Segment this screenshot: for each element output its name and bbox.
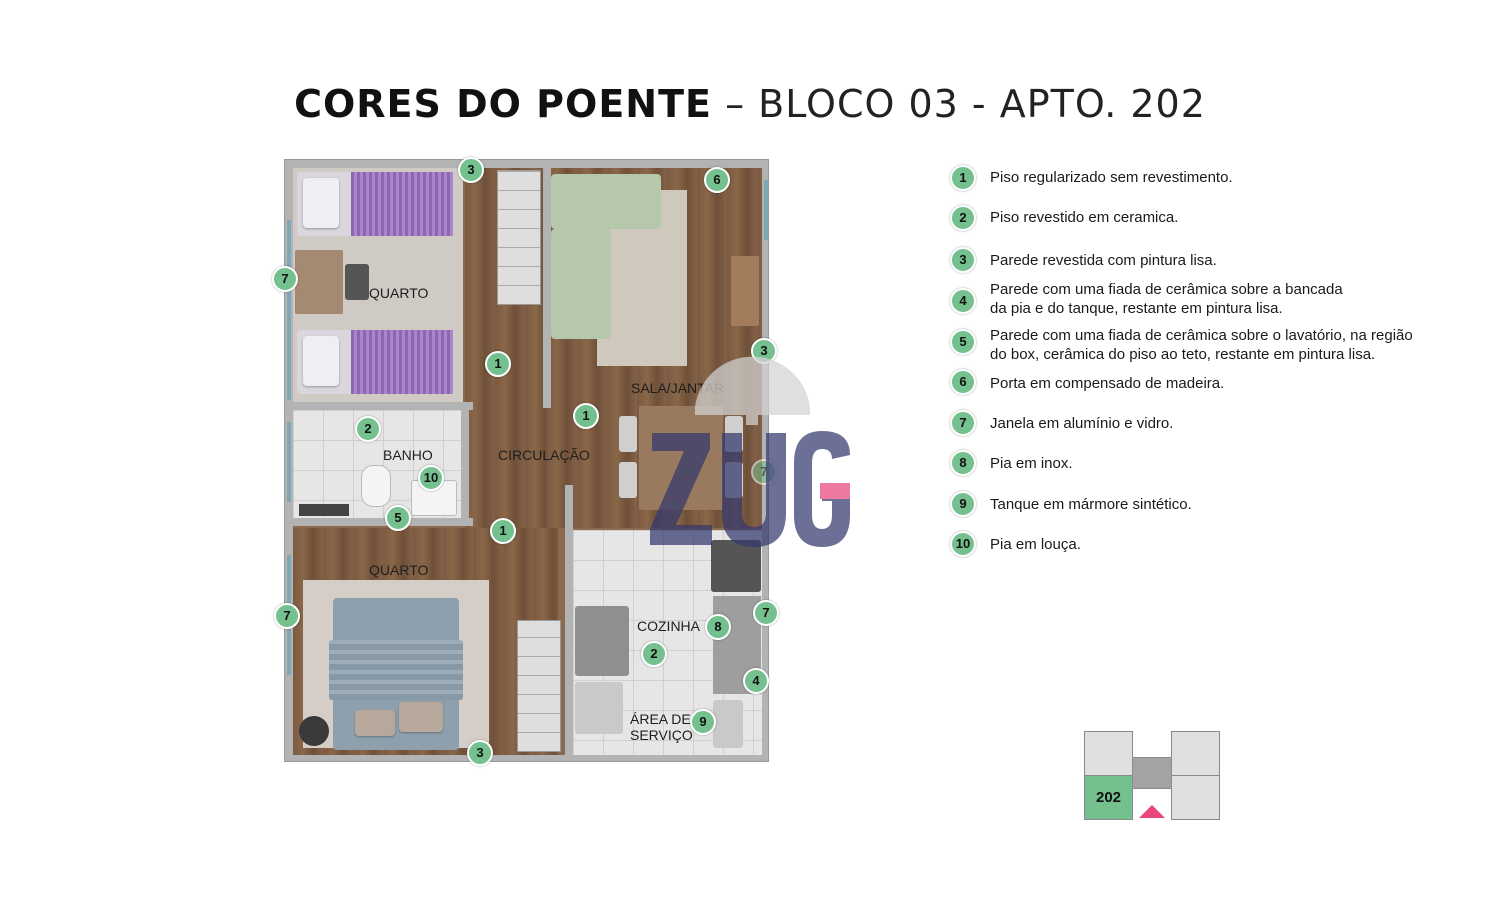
wardrobe-bottom bbox=[517, 620, 561, 752]
pillow-top-2 bbox=[303, 336, 339, 386]
window-bath bbox=[287, 422, 291, 502]
floor-plan: QUARTO BANHO CIRCULAÇÃO SALA/JANTAR QUAR… bbox=[284, 159, 769, 762]
legend-text-6: Porta em compensado de madeira. bbox=[990, 375, 1225, 392]
wall-bath-right bbox=[461, 410, 469, 520]
dining-table bbox=[639, 406, 723, 510]
blanket-top-1 bbox=[351, 172, 453, 236]
room-label-quarto-bottom: QUARTO bbox=[369, 562, 429, 578]
triangle-up-icon bbox=[1139, 805, 1165, 818]
marker-9: 9 bbox=[690, 709, 716, 735]
marker-4: 4 bbox=[743, 668, 769, 694]
legend-text-3: Parede revestida com pintura lisa. bbox=[990, 252, 1217, 269]
dining-chair-3 bbox=[725, 416, 743, 452]
refrigerator bbox=[575, 606, 629, 676]
marker-3-top: 3 bbox=[458, 157, 484, 183]
laundry-tank bbox=[713, 700, 743, 748]
legend-marker-2: 2 bbox=[950, 205, 976, 231]
legend-text-4a: Parede com uma fiada de cerâmica sobre a… bbox=[990, 281, 1343, 298]
marker-2-banho: 2 bbox=[355, 416, 381, 442]
desk-chair bbox=[345, 264, 369, 300]
page-title: CORES DO POENTE – BLOCO 03 - APTO. 202 bbox=[0, 82, 1500, 126]
room-label-banho: BANHO bbox=[383, 447, 433, 463]
legend-marker-9: 9 bbox=[950, 491, 976, 517]
legend-marker-8: 8 bbox=[950, 450, 976, 476]
sofa-l bbox=[551, 174, 661, 229]
legend-text-4b: da pia e do tanque, restante em pintura … bbox=[990, 300, 1283, 317]
legend-text-2: Piso revestido em ceramica. bbox=[990, 209, 1179, 226]
keyplan-unit-active: 202 bbox=[1084, 775, 1133, 820]
bed-blanket-fold bbox=[329, 640, 463, 700]
room-label-area-servico-2: SERVIÇO bbox=[630, 727, 693, 743]
window-bedroom-top bbox=[287, 220, 291, 400]
room-label-area-servico-1: ÁREA DE bbox=[630, 711, 691, 727]
marker-7-sala: 7 bbox=[751, 459, 777, 485]
shower-drain-bar bbox=[299, 504, 349, 516]
room-label-quarto-top: QUARTO bbox=[369, 285, 429, 301]
stove bbox=[711, 540, 761, 592]
washing-machine bbox=[575, 682, 623, 734]
nightstand-lamp bbox=[299, 716, 329, 746]
bed-pillow-2 bbox=[399, 702, 443, 732]
keyplan-unit-top-right bbox=[1171, 731, 1220, 776]
window-living bbox=[764, 180, 768, 240]
legend-marker-3: 3 bbox=[950, 247, 976, 273]
legend-marker-10: 10 bbox=[950, 531, 976, 557]
wall-living-left bbox=[543, 168, 551, 408]
room-label-circulacao: CIRCULAÇÃO bbox=[498, 447, 590, 463]
legend-text-7: Janela em alumínio e vidro. bbox=[990, 415, 1174, 432]
legend-text-5b: do box, cerâmica do piso ao teto, restan… bbox=[990, 346, 1376, 363]
desk bbox=[295, 250, 343, 314]
wardrobe-top bbox=[497, 170, 541, 305]
legend-text-9: Tanque em mármore sintético. bbox=[990, 496, 1192, 513]
pillow-top-1 bbox=[303, 178, 339, 228]
wall-bath-bedroom bbox=[293, 518, 473, 526]
dining-chair-4 bbox=[725, 462, 743, 498]
room-label-sala: SALA/JANTAR bbox=[631, 380, 725, 396]
legend-marker-4: 4 bbox=[950, 288, 976, 314]
dining-chair-1 bbox=[619, 416, 637, 452]
marker-10: 10 bbox=[418, 465, 444, 491]
keyplan-unit-top-left bbox=[1084, 731, 1133, 776]
legend-text-1: Piso regularizado sem revestimento. bbox=[990, 169, 1233, 186]
marker-7-kitchen: 7 bbox=[753, 600, 779, 626]
wall-bedroom-bath bbox=[293, 402, 473, 410]
title-unit-info: – BLOCO 03 - APTO. 202 bbox=[725, 82, 1206, 126]
legend-text-5a: Parede com uma fiada de cerâmica sobre o… bbox=[990, 327, 1413, 344]
block-key-plan: 202 bbox=[1084, 731, 1220, 821]
toilet bbox=[361, 465, 391, 507]
marker-8: 8 bbox=[705, 614, 731, 640]
marker-7-left-top: 7 bbox=[272, 266, 298, 292]
marker-3-right: 3 bbox=[751, 338, 777, 364]
marker-1-circulation-top: 1 bbox=[485, 351, 511, 377]
marker-2-kitchen: 2 bbox=[641, 641, 667, 667]
marker-3-bottom: 3 bbox=[467, 740, 493, 766]
marker-1-circulation-bottom: 1 bbox=[490, 518, 516, 544]
wall-kitchen-left bbox=[565, 485, 573, 757]
legend-marker-7: 7 bbox=[950, 410, 976, 436]
legend-marker-6: 6 bbox=[950, 369, 976, 395]
sideboard bbox=[731, 256, 759, 326]
marker-6: 6 bbox=[704, 167, 730, 193]
blanket-top-2 bbox=[351, 330, 453, 394]
legend-text-8: Pia em inox. bbox=[990, 455, 1073, 472]
marker-7-left-bottom: 7 bbox=[274, 603, 300, 629]
sofa-l-side bbox=[551, 229, 611, 339]
wall-top bbox=[285, 160, 768, 168]
legend-text-10: Pia em louça. bbox=[990, 536, 1081, 553]
legend-marker-5: 5 bbox=[950, 329, 976, 355]
keyplan-unit-bottom-right bbox=[1171, 775, 1220, 820]
room-label-cozinha: COZINHA bbox=[637, 618, 700, 634]
marker-1-sala: 1 bbox=[573, 403, 599, 429]
keyplan-core bbox=[1132, 757, 1172, 789]
marker-5: 5 bbox=[385, 505, 411, 531]
wall-bottom bbox=[285, 755, 768, 761]
dining-chair-2 bbox=[619, 462, 637, 498]
legend-marker-1: 1 bbox=[950, 165, 976, 191]
title-development-name: CORES DO POENTE bbox=[294, 82, 712, 126]
bed-pillow-1 bbox=[355, 710, 395, 736]
